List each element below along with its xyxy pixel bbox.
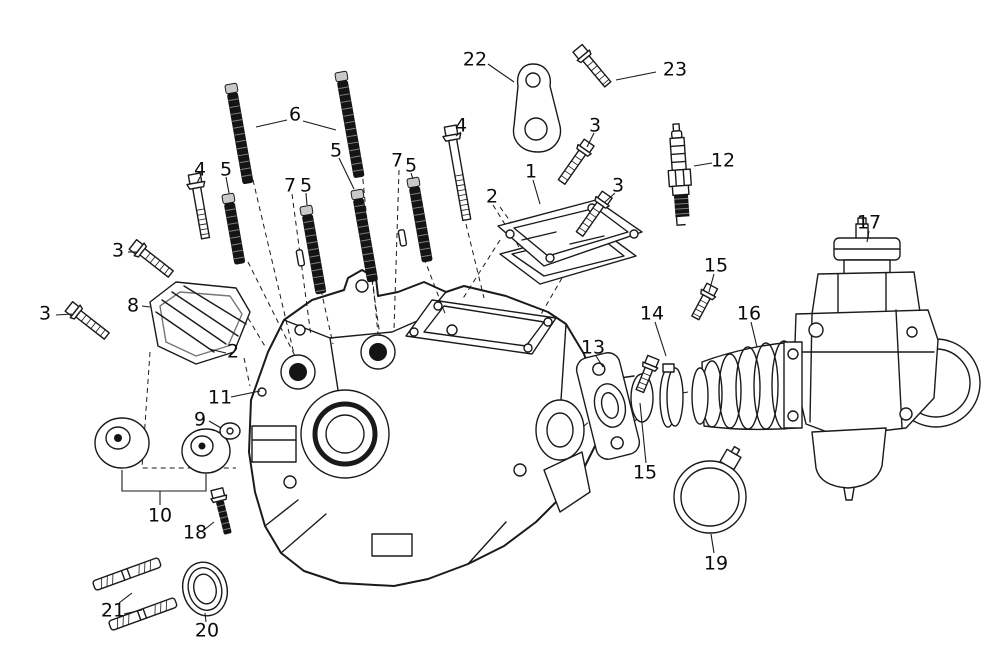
callout-label-11: 11 (207, 386, 233, 409)
bolt-18 (210, 487, 232, 535)
callout-label-19: 19 (703, 552, 729, 575)
stud-21 (92, 557, 162, 591)
carburetor (783, 217, 981, 501)
spark-plug (667, 123, 692, 226)
stud-21 (108, 597, 178, 631)
hanger-bracket (512, 63, 562, 153)
callout-label-3: 3 (588, 114, 602, 137)
hex-bolt-4 (442, 124, 472, 222)
callout-label-20: 20 (194, 619, 220, 642)
callout-label-14: 14 (639, 302, 665, 325)
hex-bolt-4 (186, 172, 211, 240)
callout-label-7: 7 (283, 174, 297, 197)
long-stud (334, 70, 365, 178)
flange-bolt-23 (572, 43, 612, 88)
boot-clamp (659, 363, 684, 428)
oil-seal (181, 561, 229, 617)
callout-label-6: 6 (288, 103, 302, 126)
callout-label-5: 5 (329, 139, 343, 162)
callout-label-23: 23 (662, 58, 688, 81)
long-stud (224, 82, 254, 185)
callout-label-21: 21 (100, 599, 126, 622)
callout-label-3: 3 (111, 239, 125, 262)
callout-label-13: 13 (580, 336, 606, 359)
callout-label-15: 15 (703, 254, 729, 277)
callout-label-2: 2 (226, 340, 240, 363)
callout-label-16: 16 (736, 302, 762, 325)
flange-bolt-15 (691, 282, 719, 321)
dowel-pin (397, 229, 408, 247)
callout-label-5: 5 (404, 154, 418, 177)
flange-bolt-3 (64, 301, 110, 340)
callout-label-9: 9 (193, 408, 207, 431)
callout-label-1: 1 (524, 160, 538, 183)
callout-label-5: 5 (219, 158, 233, 181)
flange-bolt-3 (128, 239, 174, 278)
callout-label-3: 3 (611, 174, 625, 197)
leader-lines (55, 63, 870, 623)
callout-label-4: 4 (454, 114, 468, 137)
callout-label-12: 12 (710, 149, 736, 172)
stud-5 (406, 176, 433, 263)
callout-label-7: 7 (390, 149, 404, 172)
stud-5 (350, 188, 378, 283)
callout-label-2: 2 (485, 185, 499, 208)
callout-label-5: 5 (299, 174, 313, 197)
cam-cover (149, 281, 251, 365)
callout-label-10: 10 (147, 504, 173, 527)
flange-bolt-3 (575, 190, 613, 237)
intake-boot (691, 340, 797, 431)
callout-label-8: 8 (126, 294, 140, 317)
callout-label-22: 22 (462, 48, 488, 71)
callout-label-18: 18 (182, 521, 208, 544)
stud-5 (299, 204, 327, 295)
callout-label-17: 17 (856, 211, 882, 234)
callout-label-4: 4 (193, 158, 207, 181)
flange-bolt-3 (557, 138, 595, 185)
flange-bolt-15 (635, 354, 660, 394)
cylinder-head (248, 269, 601, 587)
hose-clamp (673, 445, 747, 534)
callout-label-3: 3 (38, 302, 52, 325)
mount-grommets (94, 417, 241, 474)
dowel-pin (295, 249, 306, 267)
stud-5 (221, 192, 246, 265)
callout-label-15: 15 (632, 461, 658, 484)
